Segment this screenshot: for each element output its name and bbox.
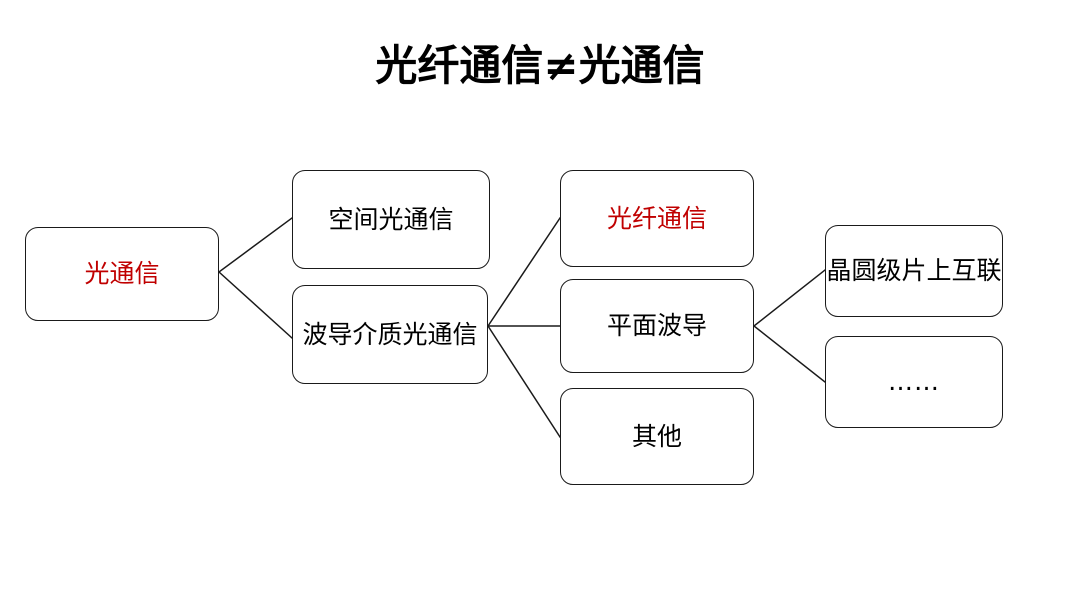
edge-optical-to-free-space — [217, 216, 294, 274]
node-free-space-optical-communication[interactable]: 空间光通信 — [292, 170, 490, 269]
node-wafer-level-on-chip-interconnect[interactable]: 晶圆级片上互联 — [825, 225, 1003, 317]
node-label: 晶圆级片上互联 — [826, 256, 1002, 285]
edge-optical-to-waveguide — [217, 270, 294, 340]
node-optical-communication[interactable]: 光通信 — [25, 227, 219, 321]
node-label: 空间光通信 — [328, 204, 454, 234]
edge-planar-to-wafer — [752, 268, 827, 328]
page-title: 光纤通信≠光通信 — [375, 41, 705, 90]
node-other[interactable]: 其他 — [560, 388, 754, 485]
node-waveguide-medium-optical-communication[interactable]: 波导介质光通信 — [292, 285, 488, 384]
node-label: 光通信 — [84, 259, 160, 288]
node-label: 光纤通信 — [606, 203, 707, 233]
node-label: …… — [888, 367, 940, 396]
node-planar-waveguide[interactable]: 平面波导 — [560, 279, 754, 373]
node-optical-fiber-communication[interactable]: 光纤通信 — [560, 170, 754, 267]
node-label: 平面波导 — [606, 311, 707, 340]
edge-waveguide-to-fiber — [486, 216, 562, 328]
node-ellipsis[interactable]: …… — [825, 336, 1003, 428]
edge-planar-to-etc — [752, 324, 827, 384]
node-label: 其他 — [631, 421, 682, 451]
node-label: 波导介质光通信 — [302, 319, 478, 349]
edge-waveguide-to-other — [486, 324, 562, 439]
